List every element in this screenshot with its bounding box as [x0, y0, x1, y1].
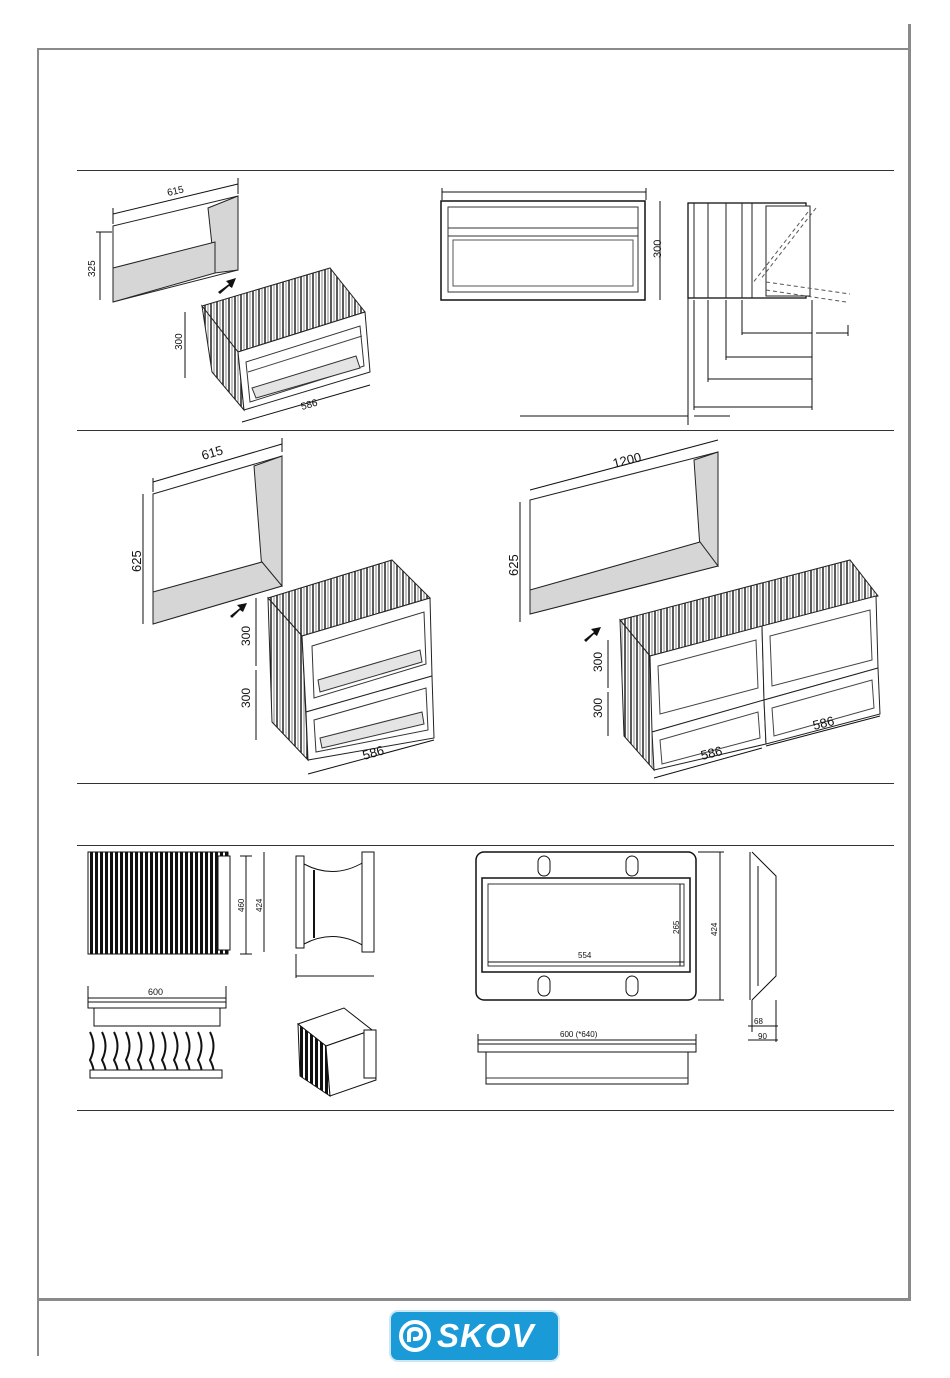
dimension-label: 424 [255, 898, 264, 912]
dimension-label: 600 [148, 987, 163, 997]
dimension-label: 460 [237, 898, 246, 912]
dimension-label: 300 [652, 240, 664, 258]
dimension-label: 625 [506, 554, 521, 576]
dimension-label: 600 (*640) [560, 1030, 598, 1039]
figure-4-wide-stacked-opening: 1200 625 300 300 586 586 [506, 440, 880, 778]
parts-bellows-front: 460 [88, 852, 252, 954]
dimension-label: 586 [300, 398, 319, 413]
insert-arrow-icon [230, 603, 247, 618]
parts-side-profile: 424 [255, 852, 374, 978]
insert-arrow-icon [218, 278, 236, 294]
parts-frame-profile: 68 90 [748, 852, 778, 1042]
dimension-label: 325 [87, 260, 98, 277]
insert-arrow-icon [584, 627, 601, 642]
dimension-label: 554 [578, 951, 592, 960]
dimension-label: 265 [672, 920, 681, 934]
dimension-label: 300 [174, 333, 185, 350]
air-inlet-unit-drawing [202, 268, 370, 410]
dimension-label: 68 [754, 1017, 763, 1026]
figure-3-stacked-opening: 615 625 300 300 586 [129, 438, 434, 774]
dimension-label: 90 [758, 1032, 767, 1041]
dimension-label: 300 [591, 698, 605, 718]
skov-logo-mark-icon [399, 1320, 431, 1352]
dimension-label: 1200 [611, 449, 643, 471]
parts-bellows-top: 600 [88, 986, 226, 1078]
skov-logo-text: SKOV [437, 1317, 535, 1355]
dimension-label: 615 [166, 184, 185, 199]
skov-logo: SKOV [391, 1312, 558, 1360]
wide-stacked-air-inlet-unit-drawing [620, 560, 880, 770]
dimension-label: 300 [239, 626, 253, 646]
figure-2-front-and-side-view: 300 [441, 188, 850, 425]
parts-unit-perspective [298, 1008, 376, 1096]
figure-1-single-opening: 615 325 300 586 [87, 178, 370, 422]
parts-frame-front: 554 265 424 [476, 852, 724, 1000]
stacked-air-inlet-unit-drawing [268, 560, 434, 760]
dimension-label: 300 [591, 652, 605, 672]
dimension-label: 424 [710, 922, 719, 936]
dimension-label: 625 [129, 550, 144, 572]
dimension-label: 615 [200, 442, 225, 462]
dimension-label: 300 [239, 688, 253, 708]
parts-frame-bottom: 600 (*640) [478, 1030, 696, 1084]
